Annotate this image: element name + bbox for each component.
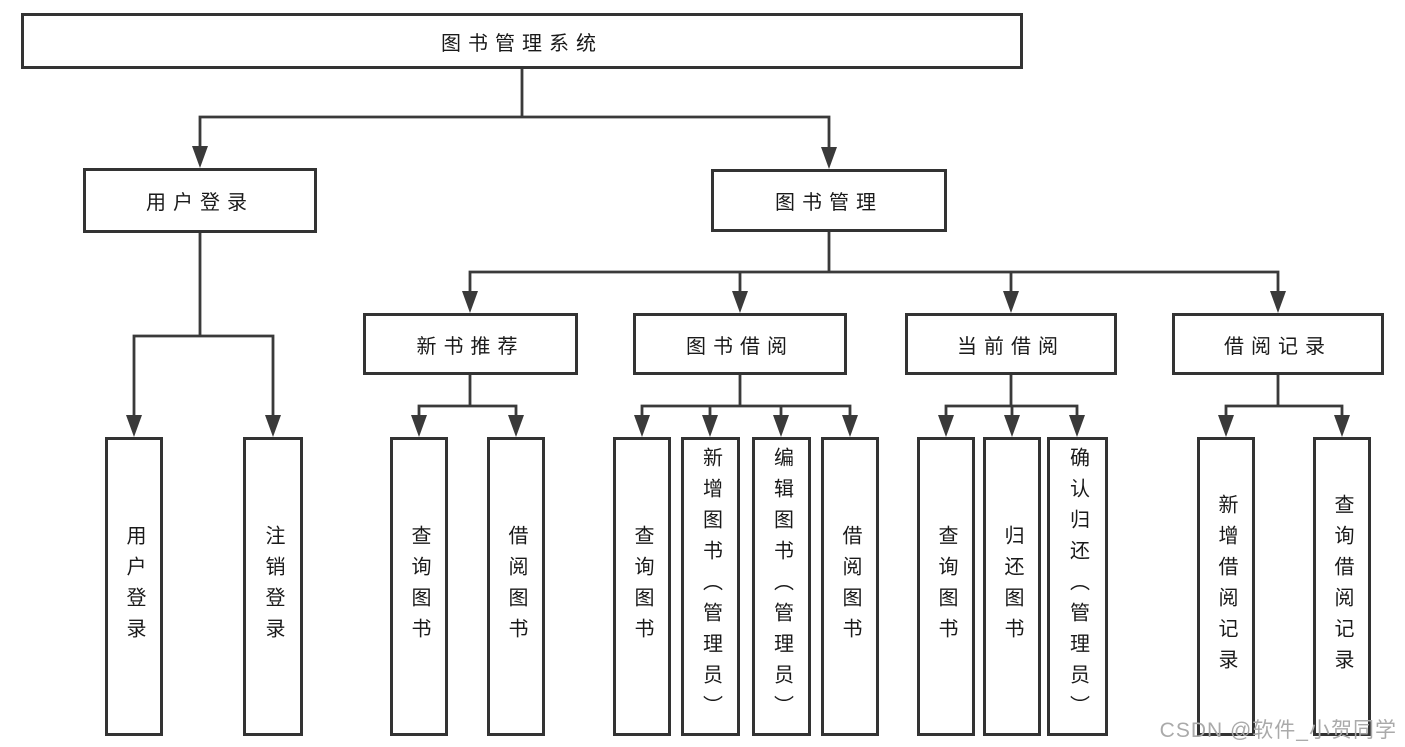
leaf-return-books-label: 归还图书 [1001,524,1023,649]
leaf-add-borrow-record-label: 新增借阅记录 [1215,493,1237,680]
leaf-add-book-admin: 新增图书（管理员） [681,437,740,736]
node-user-login: 用户登录 [83,168,317,233]
leaf-query-books-2-label: 查询图书 [631,524,653,649]
leaf-add-borrow-record: 新增借阅记录 [1197,437,1255,736]
leaf-query-borrow-record-label: 查询借阅记录 [1331,493,1353,680]
node-root-label: 图书管理系统 [441,32,603,55]
leaf-return-books: 归还图书 [983,437,1041,736]
leaf-confirm-return-admin: 确认归还（管理员） [1047,437,1108,736]
leaf-query-books-3-label: 查询图书 [935,524,957,649]
leaf-borrow-books-2-label: 借阅图书 [839,524,861,649]
leaf-query-books-1: 查询图书 [390,437,448,736]
leaf-add-book-admin-label: 新增图书（管理员） [699,447,722,726]
connector-stems [132,69,1344,419]
leaf-borrow-books-1-label: 借阅图书 [505,524,527,649]
node-borrowing-records: 借阅记录 [1172,313,1384,375]
connector-arrowheads [126,146,1350,437]
node-user-login-label: 用户登录 [146,192,254,214]
leaf-query-books-2: 查询图书 [613,437,671,736]
node-current-borrowing-label: 当前借阅 [957,335,1065,358]
node-borrowing-records-label: 借阅记录 [1224,335,1332,358]
node-current-borrowing: 当前借阅 [905,313,1117,375]
watermark: CSDN @软件_小贺同学 [1159,719,1397,742]
node-new-book-recommend-label: 新书推荐 [416,335,525,358]
leaf-query-books-1-label: 查询图书 [408,524,430,649]
node-book-borrowing-label: 图书借阅 [686,335,794,358]
leaf-query-books-3: 查询图书 [917,437,975,736]
leaf-edit-book-admin: 编辑图书（管理员） [752,437,811,736]
leaf-user-login: 用户登录 [105,437,163,736]
node-new-book-recommend: 新书推荐 [363,313,578,375]
leaf-user-login-label: 用户登录 [123,524,145,649]
node-root: 图书管理系统 [21,13,1023,69]
node-book-management: 图书管理 [711,169,947,232]
leaf-query-borrow-record: 查询借阅记录 [1313,437,1371,736]
node-book-borrowing: 图书借阅 [633,313,847,375]
leaf-logout-label: 注销登录 [262,524,284,649]
leaf-borrow-books-1: 借阅图书 [487,437,545,736]
node-book-management-label: 图书管理 [775,192,883,214]
leaf-logout: 注销登录 [243,437,303,736]
leaf-confirm-return-admin-label: 确认归还（管理员） [1066,447,1089,726]
leaf-borrow-books-2: 借阅图书 [821,437,879,736]
leaf-edit-book-admin-label: 编辑图书（管理员） [770,447,793,726]
